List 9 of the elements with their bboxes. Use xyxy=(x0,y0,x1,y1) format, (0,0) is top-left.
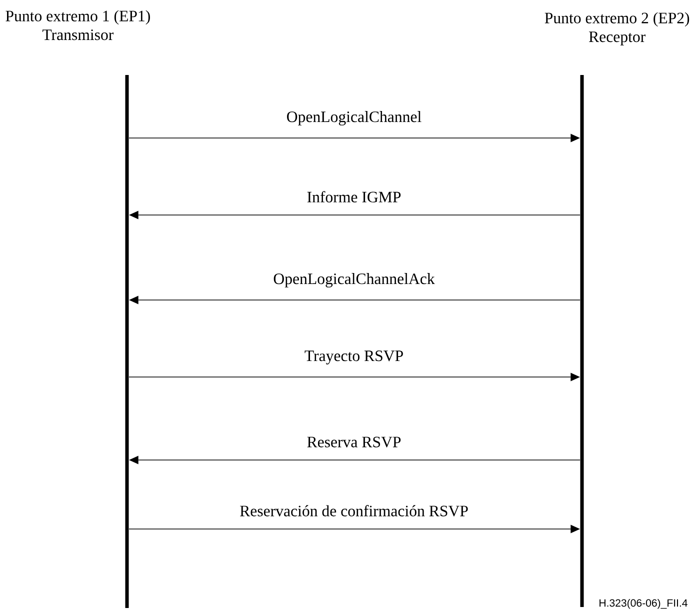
message-label: OpenLogicalChannel xyxy=(287,111,422,126)
lifeline-heading: Punto extremo 1 (EP1) Transmisor xyxy=(6,10,150,40)
lifeline-heading: Punto extremo 2 (EP2) Receptor xyxy=(544,12,690,46)
message-label: Reserva RSVP xyxy=(307,436,401,448)
message-label: OpenLogicalChannelAck xyxy=(274,273,435,288)
message-label: Informe IGMP xyxy=(307,191,401,202)
figure-id: H.323(06-06)_FII.4 xyxy=(600,598,688,609)
message-label: Reservación de confirmación RSVP xyxy=(240,505,468,516)
message-label: Trayecto RSVP xyxy=(304,350,403,364)
